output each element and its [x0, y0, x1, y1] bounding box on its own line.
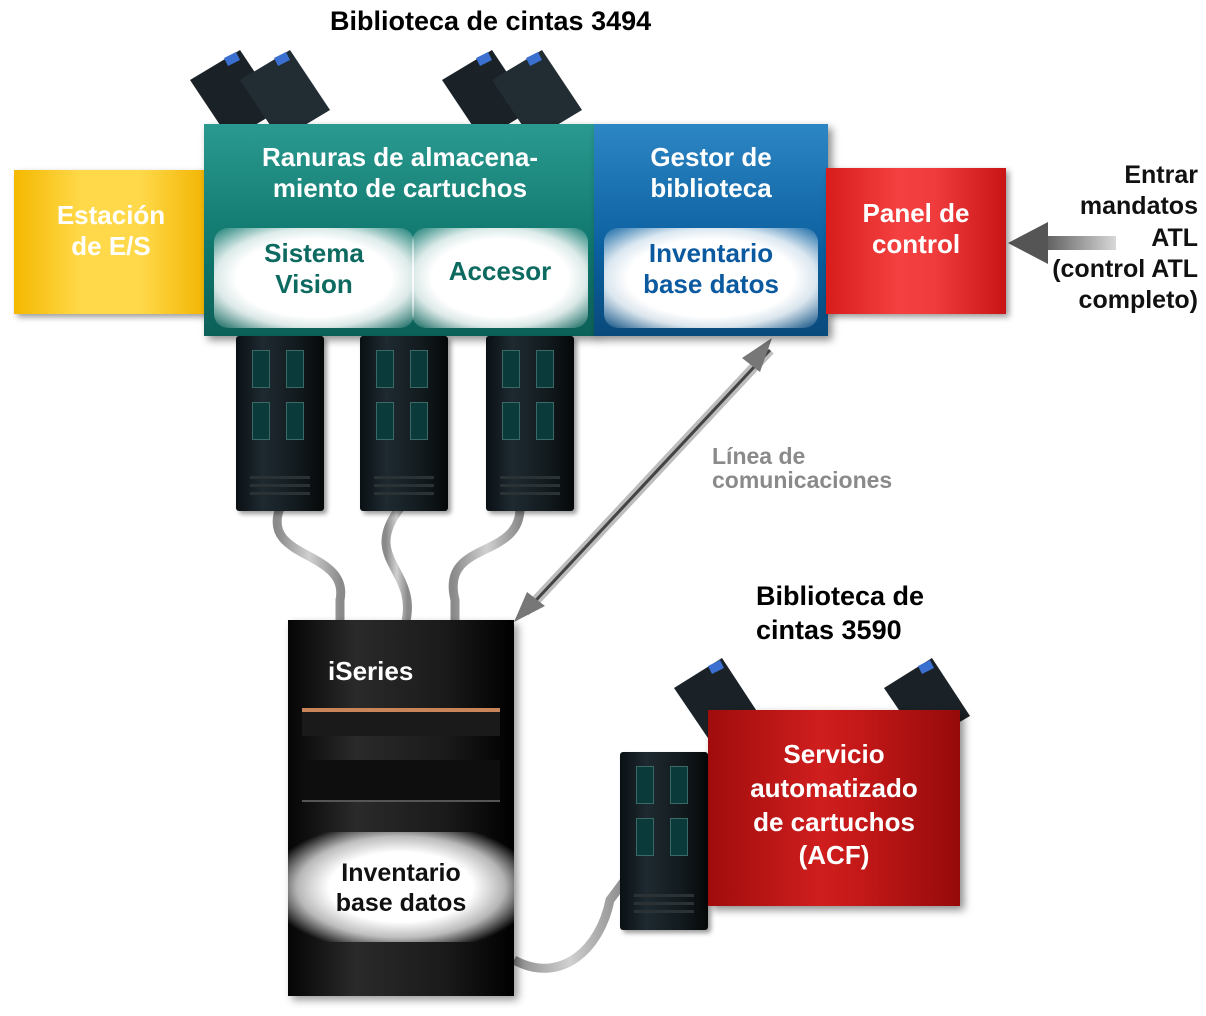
title-tape-library-3494: Biblioteca de cintas 3494	[330, 6, 652, 36]
control-panel-line1: Panel de	[862, 198, 970, 228]
io-station-line1: Estación	[56, 200, 166, 230]
tape-drive	[360, 336, 448, 511]
atl-line5: completo)	[1078, 286, 1198, 314]
cartridge-icons-top	[190, 50, 582, 140]
tape-drive	[486, 336, 574, 511]
atl-line3: ATL	[1151, 223, 1198, 252]
acf-line4: (ACF)	[798, 840, 870, 871]
atl-line2: mandatos	[1079, 192, 1198, 221]
control-panel-line2: control	[871, 229, 961, 260]
atl-entry-arrow	[1008, 222, 1116, 264]
accessor-label: Accesor	[448, 256, 552, 286]
title-tape-library-3590: Biblioteca de cintas 3590	[756, 580, 924, 648]
iseries-label: iSeries	[328, 656, 414, 686]
inventory-db-top-line1: Inventario	[648, 238, 774, 268]
library-manager-box: Gestor de biblioteca Inventario base dat…	[594, 124, 828, 336]
storage-slots-line2: miento de cartuchos	[272, 173, 528, 204]
tape-cartridge-icon	[442, 50, 532, 140]
acf-line1: Servicio	[783, 739, 885, 769]
library-manager-line2: biblioteca	[650, 173, 772, 204]
title-3590-line2: cintas 3590	[756, 614, 902, 645]
acf-line2: automatizado	[750, 772, 918, 803]
comm-line2: comunicaciones	[712, 467, 893, 494]
cable-drive2	[381, 505, 412, 627]
atl-line1: Entrar	[1124, 161, 1198, 189]
storage-slots-box: Ranuras de almacena- miento de cartuchos…	[204, 124, 596, 336]
inventory-db-top-line2: base datos	[643, 269, 779, 300]
inventory-db-bottom-line2: base datos	[335, 889, 467, 917]
title-3590-line1: Biblioteca de	[756, 581, 925, 611]
inventory-db-top-panel: Inventario base datos	[604, 228, 818, 328]
library-manager-line1: Gestor de	[650, 142, 772, 172]
cable-drive1	[272, 506, 346, 625]
acf-tape-drive	[620, 752, 708, 930]
control-panel-box: Panel de control	[826, 168, 1006, 314]
tape-drive	[236, 336, 324, 511]
communication-line-label: Línea de comunicaciones	[712, 444, 892, 492]
comm-line1: Línea de	[712, 443, 806, 469]
vision-system-line2: Vision	[275, 269, 353, 300]
communication-line-arrow	[514, 338, 774, 622]
acf-line3: de cartuchos	[753, 806, 915, 837]
cable-acf	[511, 877, 629, 973]
cable-drive3	[448, 507, 525, 625]
storage-slots-line1: Ranuras de almacena-	[261, 142, 538, 172]
atl-commands-label: Entrar mandatos ATL (control ATL complet…	[1008, 160, 1198, 316]
tape-cartridge-icon	[492, 50, 582, 140]
vision-system-panel: Sistema Vision	[214, 228, 414, 328]
io-station-box: Estación de E/S	[14, 170, 208, 314]
iseries-server: iSeries Inventario base datos	[288, 620, 514, 996]
accessor-panel: Accesor	[412, 228, 588, 328]
tape-cartridge-icon	[190, 50, 280, 140]
inventory-db-bottom-line1: Inventario	[341, 859, 461, 887]
vision-system-line1: Sistema	[264, 238, 364, 268]
io-station-line2: de E/S	[71, 231, 151, 262]
tape-cartridge-icon	[240, 50, 330, 140]
atl-line4: (control ATL	[1052, 254, 1198, 283]
acf-box: Servicio automatizado de cartuchos (ACF)	[708, 710, 960, 906]
